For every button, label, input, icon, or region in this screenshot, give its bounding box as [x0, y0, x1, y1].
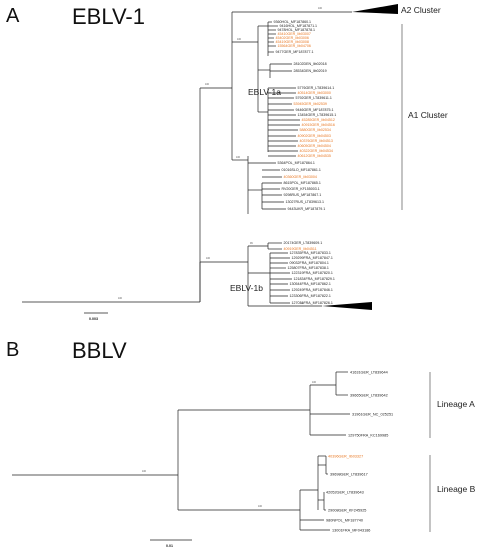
leaf-label-a: 40514GER_lib03000 — [298, 91, 331, 95]
leaf-label-a: 9416HOL_MF187871.1 — [280, 24, 318, 28]
leaf-label-b: 39665GER_LT839642 — [350, 393, 388, 397]
leaf-label-a: 123306FRA_MF187822.1 — [290, 294, 331, 298]
bootstrap-root-b: 100 — [142, 470, 147, 473]
leaf-label-a: 129249FRA_MF187846.1 — [292, 288, 333, 292]
leaf-label-a: 45419GER_lib03008 — [276, 40, 309, 44]
bootstrap-eblv1a: 100 — [205, 83, 210, 86]
leaf-label-a: 5776GER_LT839614.1 — [298, 86, 335, 90]
lineage-a-label: Lineage A — [437, 399, 475, 409]
leaf-label-a: 5880GER_lib02534 — [300, 128, 331, 132]
panel-a-leaves: 9360HOL_MF187860.19416HOL_MF187871.19478… — [248, 20, 336, 305]
leaf-label-a: 9477GER_MF187877.1 — [276, 50, 314, 54]
bootstrap-a1-lower: 100 — [236, 156, 241, 159]
leaf-label-a: 9360HOL_MF187860.1 — [274, 20, 312, 24]
bootstrap-a2: 100 — [318, 7, 323, 10]
leaf-label-a: 9298RUS_MF187867.1 — [284, 193, 322, 197]
leaf-label-a: 9446GER_MF187875.1 — [296, 108, 334, 112]
leaf-label-a: 129299FRA_MF187847.1 — [292, 256, 333, 260]
bootstrap-eblv1b: 100 — [206, 257, 211, 260]
bootstrap-a1-upper: 100 — [237, 38, 242, 41]
leaf-label-b: 41631GER_LT839644 — [350, 370, 388, 374]
leaf-label-a: 5364POL_MF187864.1 — [278, 161, 315, 165]
leaf-label-a: 40902GER_lib04503 — [298, 134, 331, 138]
leaf-label-a: 8615POL_MF187865.1 — [284, 181, 321, 185]
leaf-label-a: 122319FRA_MF187820.1 — [292, 271, 333, 275]
leaf-label-a: RV20GER_KF155003.1 — [282, 187, 320, 191]
leaf-label-b: 980NPOL_MF187740 — [326, 518, 363, 522]
leaf-label-a: 40612GER_lib04535 — [298, 154, 331, 158]
leaf-label-a: 13027RUS_LT839613.1 — [286, 200, 325, 204]
lineage-b-label: Lineage B — [437, 484, 476, 494]
panel-a: A EBLV-1 — [6, 4, 448, 321]
bootstrap-eblv1b-upper: 99 — [250, 242, 253, 245]
leaf-label-a: 40605GER_lib04504 — [298, 144, 331, 148]
leaf-label-a: 9478HOL_MF187878.1 — [278, 28, 316, 32]
leaf-label-a: 40360GER_lib03004 — [284, 175, 317, 179]
cluster-label-a2: A2 Cluster — [401, 5, 441, 15]
bootstrap-lineage-b: 100 — [258, 505, 263, 508]
leaf-label-b: 42052GER_LT839643 — [326, 490, 364, 494]
leaf-label-a: 127031FRA_MF187826.1 — [292, 301, 333, 305]
bootstrap-lineage-a: 100 — [312, 381, 317, 384]
clade-label-eblv1b: EBLV-1b — [230, 283, 263, 293]
leaf-label-a: 40919GER_lib04511 — [284, 247, 317, 251]
leaf-label-a: 130544FRA_MF187862.1 — [290, 282, 331, 286]
scale-label-b: 0.01 — [166, 544, 173, 548]
panel-b: B BBLV 41631GER_LT839644 39665GER_LT83964… — [6, 338, 476, 548]
leaf-label-b: 31961GER_NC_025251 — [352, 412, 393, 416]
panel-a-title: EBLV-1 — [72, 4, 145, 29]
leaf-label-a: 15564GER_lib04706 — [278, 44, 311, 48]
leaf-label-b: 39698GER_LT839617 — [330, 472, 368, 476]
leaf-label-a: 09032FRA_MF187804.1 — [290, 261, 329, 265]
panel-b-branches — [12, 372, 337, 530]
leaf-label-a: 45402GER_lib03006 — [276, 36, 309, 40]
leaf-label-a: 13454GER_LT839615.1 — [298, 113, 337, 117]
cluster-label-a1: A1 Cluster — [408, 110, 448, 120]
leaf-label-a: 5792GER_LT839611.1 — [296, 96, 332, 100]
scale-label-a: 0.003 — [89, 317, 98, 321]
leaf-label-a: 20174GER_LT839609.1 — [284, 241, 323, 245]
leaf-label-b: 40396GER_lib03327 — [328, 454, 363, 458]
panel-a-letter: A — [6, 5, 20, 27]
leaf-label-b: 129750FRA_KC169985 — [348, 433, 388, 437]
leaf-label-a: 40376GER_lib04513 — [300, 139, 333, 143]
leaf-label-a: 28534DEN_lib02019 — [294, 69, 327, 73]
bootstrap-root-a: 100 — [118, 297, 123, 300]
eblv1b-collapsed-clade — [322, 302, 372, 310]
leaf-label-a: 40915GER_lib04516 — [302, 123, 335, 127]
leaf-label-a: 125807FRA_MF187838.1 — [288, 266, 329, 270]
leaf-label-a: 45410GER_lib03007 — [278, 32, 311, 36]
leaf-label-b: 29008GER_KF245925 — [328, 508, 366, 512]
panel-b-letter: B — [6, 339, 19, 361]
leaf-label-a: 28102DEN_lib02018 — [294, 62, 327, 66]
panel-b-leaves: 41631GER_LT839644 39665GER_LT839642 31961G… — [300, 370, 393, 532]
a2-collapsed-clade — [352, 4, 398, 14]
panel-b-title: BBLV — [72, 338, 127, 363]
leaf-label-b: 13001FRA_MF043186 — [332, 528, 370, 532]
leaf-label-a: 45285GER_lib04512 — [302, 118, 335, 122]
leaf-label-a: 40322GER_lib04534 — [300, 149, 333, 153]
leaf-label-a: 53945GER_lib02539 — [294, 102, 327, 106]
panel-a-branches — [22, 4, 398, 310]
leaf-label-a: 121834FRA_MF187829.1 — [294, 277, 335, 281]
leaf-label-a: 127835FRA_MF187833.1 — [290, 251, 331, 255]
leaf-label-a: 01016SLO_MF187861.1 — [282, 168, 321, 172]
clade-label-eblv1a: EBLV-1a — [248, 87, 281, 97]
bootstrap-eblv1b-collapsed: 100 — [300, 302, 305, 305]
leaf-label-a: 9443UKR_MF187879.1 — [288, 207, 326, 211]
